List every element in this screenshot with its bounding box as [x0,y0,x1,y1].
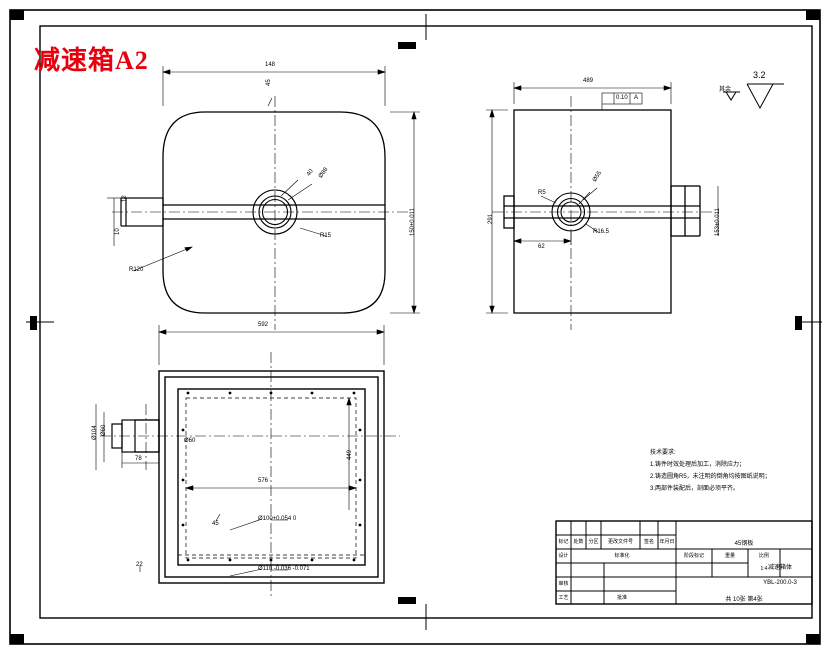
datum-letter: A [634,95,639,101]
tb-label-sign: 签名 [643,539,654,545]
dim-dia60: Ø60 [184,438,196,444]
tb-label-stage: 阶段标记 [683,553,704,559]
tb-label-count: 处数 [573,539,584,545]
dim-r16-5: R16.5 [593,229,610,235]
view-right-shaft [504,205,700,219]
tech-note-3: 3.两部件装配后，剖面必须平齐。 [650,486,740,492]
tb-scale-value: 1:4 [760,566,768,572]
dim-hole-110: Ø110 -0.036 -0.071 [258,566,310,572]
view-plan-hidden [178,397,365,559]
tb-label-date: 年月日 [659,539,675,545]
tb-label-standardize: 标准化 [614,553,630,559]
dim-148: 148 [265,62,276,68]
dim-45: 45 [266,79,272,86]
dim-dia104: Ø104 [92,425,98,440]
view-plan-outline [158,370,385,584]
tech-notes-heading: 技术要求: [650,450,676,456]
surface-others-label: 其余 [719,87,732,93]
view-left-centerlines [112,96,410,330]
title-block-grid [555,520,813,605]
view-plan-dimlines [95,325,386,577]
dim-dia60-b: Ø60 [101,424,107,436]
tb-part-name: 减速箱体 [767,565,792,571]
tb-label-check: 审核 [558,581,569,587]
tb-label-approve: 批准 [616,595,627,601]
dim-576: 576 [258,478,269,484]
view-right-centerlines [492,96,712,330]
dim-78: 78 [135,456,142,462]
tb-label-zone: 分区 [588,539,599,545]
tb-drawing-no: YBL-200.0-3 [763,580,797,586]
dim-592: 592 [258,322,269,328]
view-right-outline [503,109,701,314]
dim-45-plan: 45 [212,521,219,527]
dim-449: 449 [347,449,353,460]
dim-r5: R5 [538,190,546,196]
dim-hole-100: Ø100+0.054 0 [258,516,297,522]
tb-label-process: 工艺 [558,595,569,601]
view-left-dimlines [107,66,420,315]
dim-291: 291 [488,213,494,224]
dim-22: 22 [136,562,143,568]
dim-r120: R120 [129,267,144,273]
view-right-dimlines [486,82,719,315]
surface-roughness-value: 3.2 [753,70,766,80]
page-title: 减速箱A2 [34,46,149,75]
view-left-outline [162,111,386,314]
tb-label-change-no: 更改文件号 [607,539,633,545]
dim-12: 12 [122,195,128,202]
dim-153-tol: 153±0.011 [715,208,721,236]
tech-note-2: 2.铸造圆角R5，未注明的倒角均按图纸说明； [650,474,771,480]
surface-finish-symbol [723,83,784,110]
dim-r15: R15 [320,233,332,239]
dim-489: 489 [583,78,594,84]
tb-label-mark: 标记 [558,539,569,545]
tb-qty-note: 共 10张 第4张 [725,597,763,603]
tb-label-weight: 重量 [724,553,735,559]
tb-label-scale: 比例 [758,553,769,559]
dim-10: 10 [115,228,121,235]
view-plan-bolt-holes [181,391,362,562]
dim-62: 62 [538,244,545,250]
dim-150-tol: 150±0.011 [410,208,416,236]
tb-material: 45钢板 [734,541,754,547]
tech-note-1: 1.铸件时效处理后加工，消除应力； [650,462,746,468]
tb-label-design: 设计 [558,553,569,559]
gtol-value: 0.10 [616,95,628,101]
